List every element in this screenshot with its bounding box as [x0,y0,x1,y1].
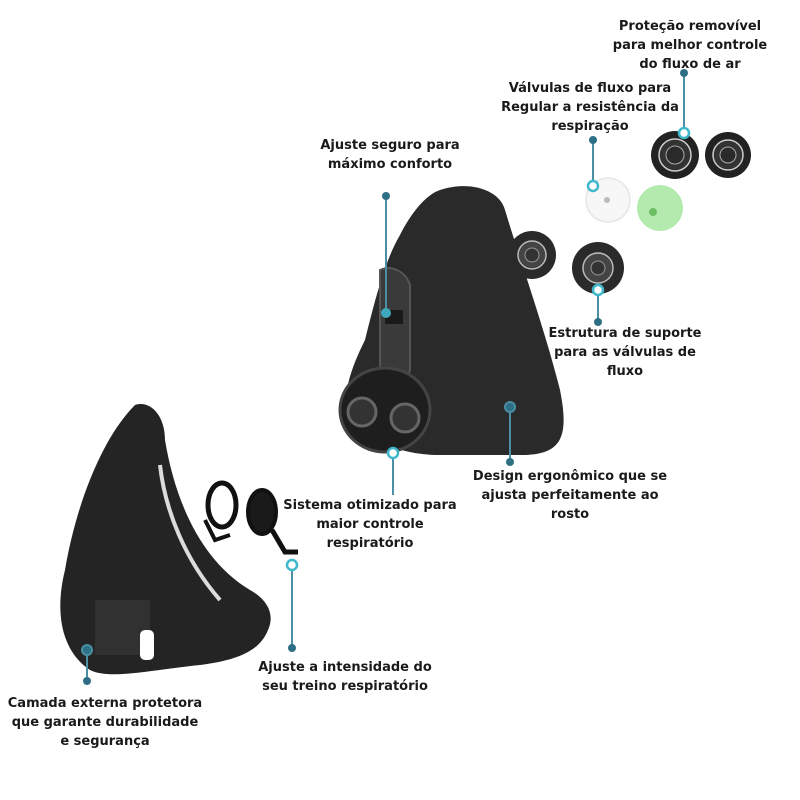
callout-outer-layer: Camada externa protetora que garante dur… [0,694,210,751]
support-valve-left [508,231,556,279]
callout-line: Camada externa protetora [7,696,203,711]
callout-line: e segurança [60,734,150,749]
callout-line: rosto [550,507,590,522]
leader-removable-cover [677,69,691,140]
support-valve-right [572,242,624,294]
callout-line: fluxo [606,364,644,379]
flow-valve-green-disc [637,185,683,231]
callout-line: para as válvulas de [554,345,696,360]
callout-removable-cover: Proteção removível para melhor controle … [590,17,790,74]
callout-line: Sistema otimizado para [283,498,457,513]
callout-support-structure: Estrutura de suporte para as válvulas de… [540,324,710,381]
callout-line: que garante durabilidade [11,715,199,730]
callout-line: para melhor controle [612,38,768,53]
callout-line: máximo conforto [327,157,453,172]
callout-line: Regular a resistência da [501,100,679,115]
inner-valve-part-left [203,480,239,543]
callout-flow-valves: Válvulas de fluxo para Regular a resistê… [490,79,690,136]
callout-line: respiratório [326,536,414,551]
leader-outer-layer [81,644,93,685]
leader-flow-valves [586,136,600,193]
callout-intensity-adjust: Ajuste a intensidade do seu treino respi… [250,658,440,696]
callout-line: Ajuste seguro para [320,138,460,153]
callout-line: Proteção removível [618,19,762,34]
leader-intensity-adjust [285,558,299,652]
outer-protective-shell [60,404,271,675]
callout-line: do fluxo de ar [639,57,741,72]
callout-line: Estrutura de suporte [548,326,702,341]
callout-line: maior controle [316,517,424,532]
inner-valve-part-right [246,488,298,555]
main-mask-body [338,186,564,455]
callout-optimized-system: Sistema otimizado para maior controle re… [280,496,460,553]
callout-line: seu treino respiratório [262,679,428,694]
callout-line: ajusta perfeitamente ao [481,488,659,503]
callout-line: Ajuste a intensidade do [258,660,432,675]
callout-line: Design ergonômico que se [472,469,668,484]
callout-ergonomic-design: Design ergonômico que se ajusta perfeita… [450,467,690,524]
callout-line: respiração [551,119,629,134]
leader-optimized-system [386,446,400,495]
callout-line: Válvulas de fluxo para [508,81,672,96]
removable-cover-right [705,132,751,178]
leader-ergonomic-design [504,401,516,466]
leader-secure-fit [381,192,391,318]
callout-secure-fit: Ajuste seguro para máximo conforto [310,136,470,174]
leader-support-structure [591,283,605,326]
removable-cover-left [651,131,699,179]
